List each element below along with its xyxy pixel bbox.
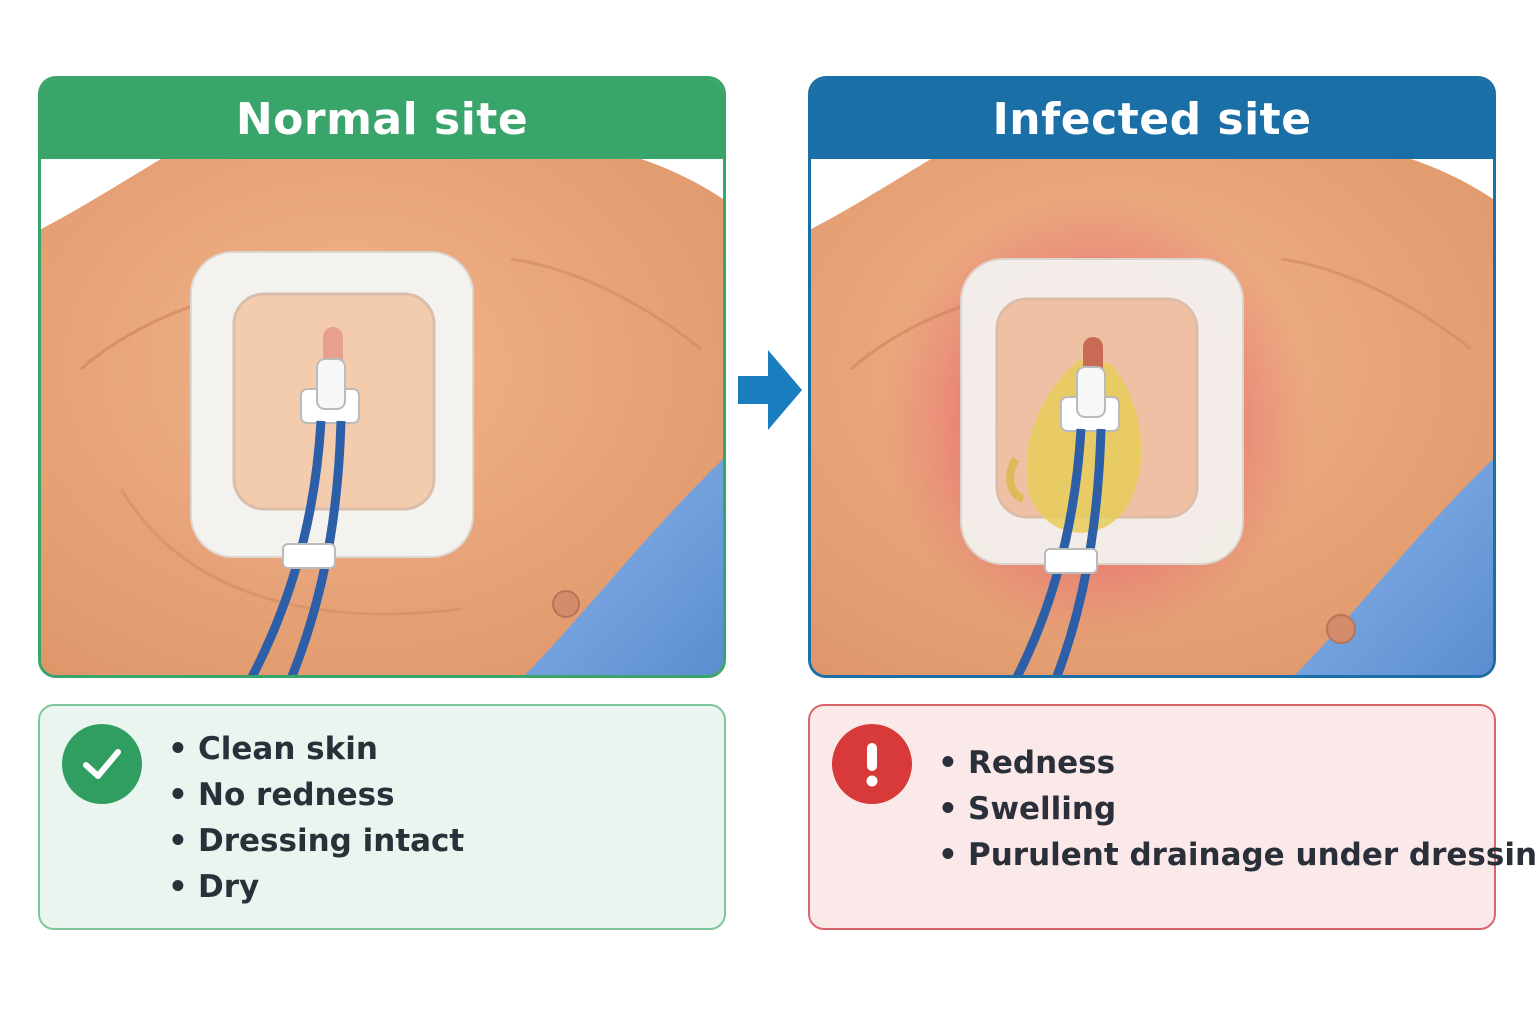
- chest-contour: [1280, 257, 1472, 351]
- shoulder-background: [1411, 159, 1493, 199]
- normal-site-title: Normal site: [41, 79, 723, 159]
- infected-site-findings: Redness Swelling Purulent drainage under…: [808, 704, 1536, 930]
- normal-site-panel: Normal site: [38, 76, 726, 678]
- catheter-lumen: [247, 420, 326, 675]
- list-item: Dressing intact: [168, 818, 464, 864]
- list-item: Purulent drainage under dressing: [938, 832, 1536, 878]
- list-item: Swelling: [938, 786, 1536, 832]
- pectoral-shadow: [119, 488, 462, 616]
- catheter-lumen: [1012, 428, 1086, 675]
- infected-site-panel: Infected site: [808, 76, 1496, 678]
- catheter-hub-neck: [1076, 366, 1106, 418]
- shoulder-background: [811, 159, 931, 229]
- check-icon: [62, 724, 142, 804]
- list-item: Clean skin: [168, 726, 464, 772]
- nipple: [552, 590, 580, 618]
- purulent-drainage: [1006, 456, 1025, 503]
- shoulder-background: [41, 159, 161, 229]
- arrow-right-icon: [738, 350, 802, 430]
- hospital-gown: [524, 459, 723, 675]
- catheter-clamp: [1044, 548, 1098, 574]
- hospital-gown: [1294, 459, 1493, 675]
- list-item: Redness: [938, 740, 1536, 786]
- list-item: No redness: [168, 772, 464, 818]
- normal-findings-list: Clean skin No redness Dressing intact Dr…: [168, 726, 464, 910]
- infected-site-illustration: [811, 159, 1493, 675]
- chest-contour: [510, 257, 702, 351]
- nipple: [1326, 614, 1356, 644]
- catheter-clamp: [282, 543, 336, 569]
- exclamation-icon: [832, 724, 912, 804]
- catheter-lumen: [287, 420, 346, 675]
- infected-site-title: Infected site: [811, 79, 1493, 159]
- shoulder-background: [641, 159, 723, 199]
- catheter-lumen: [1052, 428, 1106, 675]
- normal-site-findings: Clean skin No redness Dressing intact Dr…: [38, 704, 726, 930]
- catheter-hub-neck: [316, 358, 346, 410]
- normal-site-illustration: [41, 159, 723, 675]
- list-item: Dry: [168, 864, 464, 910]
- infected-findings-list: Redness Swelling Purulent drainage under…: [938, 740, 1536, 878]
